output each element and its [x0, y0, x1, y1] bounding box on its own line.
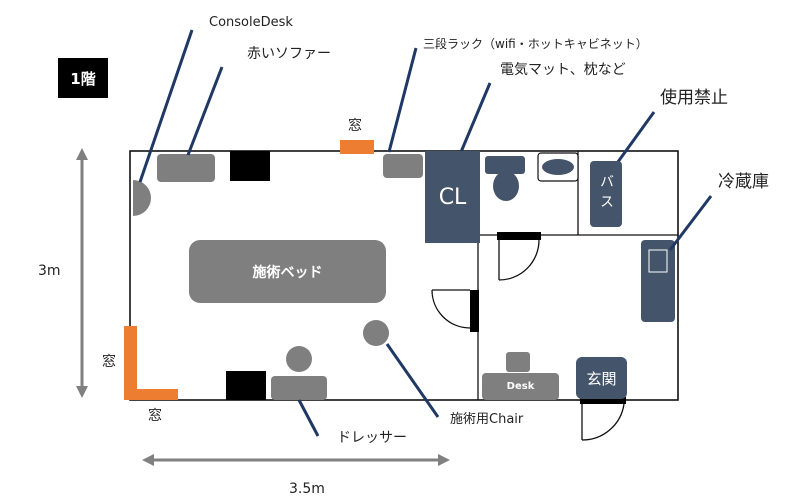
leader-red-sofa	[186, 66, 224, 156]
black-block-top	[230, 151, 270, 181]
leader-fridge	[668, 195, 713, 251]
room-door-swing	[431, 289, 471, 329]
dimension-width-label: 3.5m	[289, 481, 325, 497]
entrance-door-frame	[580, 397, 626, 404]
leader-unused	[613, 111, 656, 167]
floor-badge: 1階	[58, 58, 108, 98]
window-left	[124, 326, 137, 400]
black-block-bottom	[226, 371, 266, 400]
dimension-arrowhead-up	[76, 148, 88, 160]
fridge-outline	[648, 249, 668, 273]
dimension-arrowhead-down	[76, 386, 88, 398]
leader-treatment-chair	[385, 343, 440, 418]
dresser-stool-shape	[286, 346, 312, 372]
label-rack: 三段ラック（wifi・ホットキャビネット）	[423, 37, 648, 51]
dimension-arrowhead-right	[438, 454, 450, 466]
label-window-left: 窓	[102, 354, 116, 370]
desk-chair-shape	[506, 352, 530, 372]
console-desk-shape	[133, 180, 151, 216]
dimension-height-label: 3m	[38, 263, 61, 279]
dresser-shape	[271, 376, 327, 400]
closet: CL	[425, 151, 480, 243]
leader-lines	[138, 29, 713, 437]
label-window-top: 窓	[348, 118, 362, 134]
rack-shape	[383, 154, 423, 178]
dimension-arrows	[76, 148, 450, 466]
label-electric-mat: 電気マット、枕など	[500, 62, 626, 78]
treatment-chair-shape	[363, 320, 389, 346]
entrance-label: 玄関	[586, 369, 617, 388]
entrance-door-swing	[581, 403, 625, 441]
leader-rack	[387, 47, 418, 153]
bath-label: バス	[598, 174, 614, 214]
toilet-door-swing	[498, 239, 540, 281]
window-bottom	[124, 389, 178, 400]
label-fridge: 冷蔵庫	[718, 172, 769, 192]
closet-label: CL	[438, 184, 467, 210]
wash-basin-bowl	[542, 159, 574, 175]
toilet-door-frame	[497, 232, 541, 240]
leader-dresser	[297, 399, 320, 437]
toilet-bowl	[493, 171, 519, 201]
leader-electric-mat	[459, 82, 492, 153]
bath-tub: バス	[590, 161, 622, 227]
label-red-sofa: 赤いソファー	[247, 46, 331, 62]
red-sofa-shape	[157, 154, 215, 182]
outer-wall	[129, 150, 679, 401]
label-dresser: ドレッサー	[337, 430, 407, 446]
label-console-desk: ConsoleDesk	[209, 15, 293, 30]
desk: Desk	[482, 373, 559, 400]
dimension-arrowhead-left	[142, 454, 154, 466]
treatment-bed: 施術ベッド	[189, 240, 386, 303]
desk-label: Desk	[506, 381, 535, 392]
label-treatment-chair: 施術用Chair	[450, 412, 524, 427]
leader-console-desk	[138, 29, 194, 183]
window-top	[340, 140, 374, 154]
room-door-frame	[470, 290, 479, 332]
toilet-tank	[485, 156, 525, 174]
treatment-bed-label: 施術ベッド	[252, 264, 323, 281]
label-window-bottom: 窓	[148, 408, 162, 424]
label-unused: 使用禁止	[660, 88, 728, 108]
entrance: 玄関	[576, 357, 627, 399]
